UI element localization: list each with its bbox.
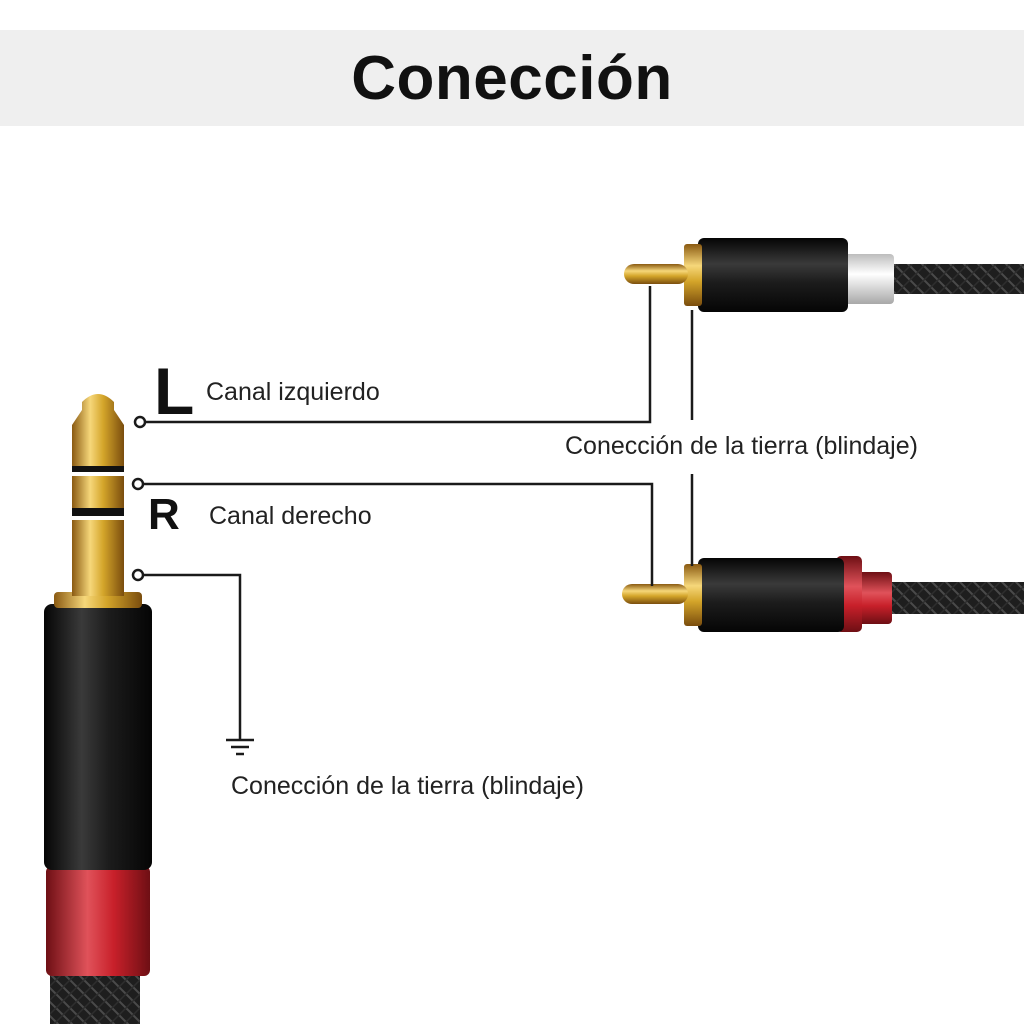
jack-ground-wire — [142, 573, 242, 718]
right-channel-label: Canal derecho — [209, 502, 372, 530]
ground-symbol-icon — [226, 718, 254, 756]
tip-terminal — [133, 415, 147, 429]
ring-terminal — [131, 477, 145, 491]
terminal-dots — [131, 415, 147, 582]
title-bar: Conección — [0, 30, 1024, 126]
sleeve-terminal — [131, 568, 145, 582]
right-channel-letter: R — [148, 490, 180, 539]
left-channel-letter: L — [154, 354, 195, 428]
left-channel-label: Canal izquierdo — [206, 378, 380, 406]
jack-ground-label: Conección de la tierra (blindaje) — [231, 772, 584, 800]
stereo-3-5mm-plug-icon — [44, 394, 152, 1024]
left-channel-wire — [146, 286, 652, 424]
page-title: Conección — [351, 43, 673, 113]
wiring — [142, 286, 694, 718]
rca-ground-label: Conección de la tierra (blindaje) — [565, 432, 918, 460]
rca-plug-white-icon — [624, 238, 1024, 312]
right-channel-wire — [142, 482, 654, 586]
rca-plug-red-icon — [622, 556, 1024, 632]
